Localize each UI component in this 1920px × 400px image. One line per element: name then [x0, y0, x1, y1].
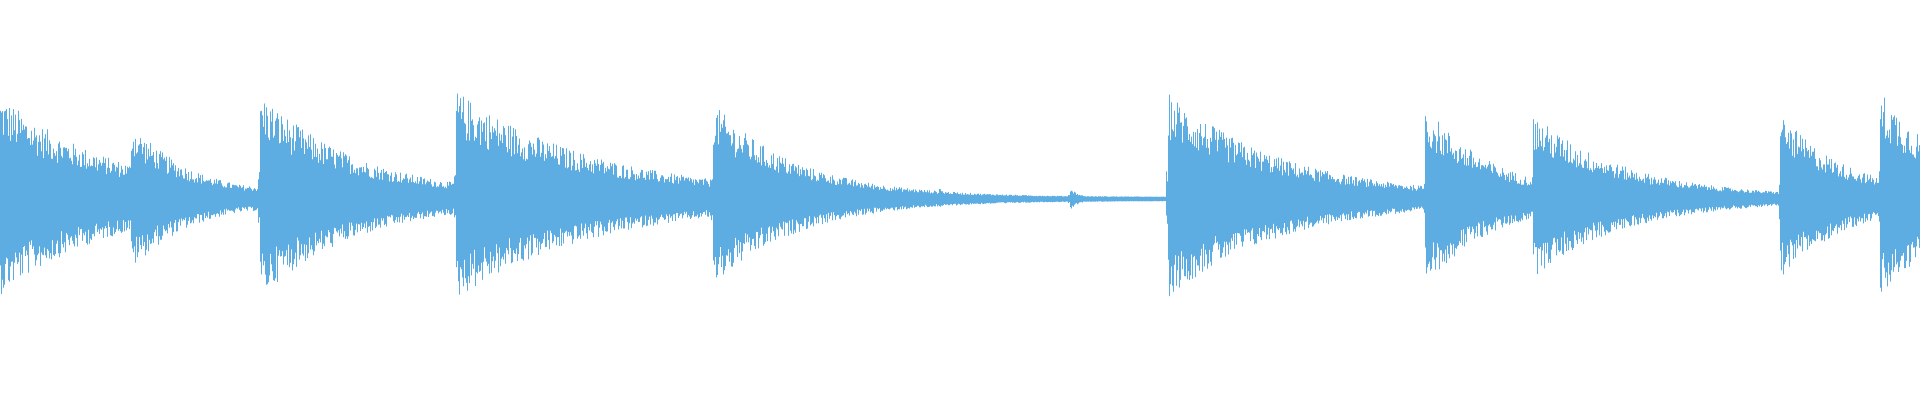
waveform-bars [0, 93, 1920, 297]
